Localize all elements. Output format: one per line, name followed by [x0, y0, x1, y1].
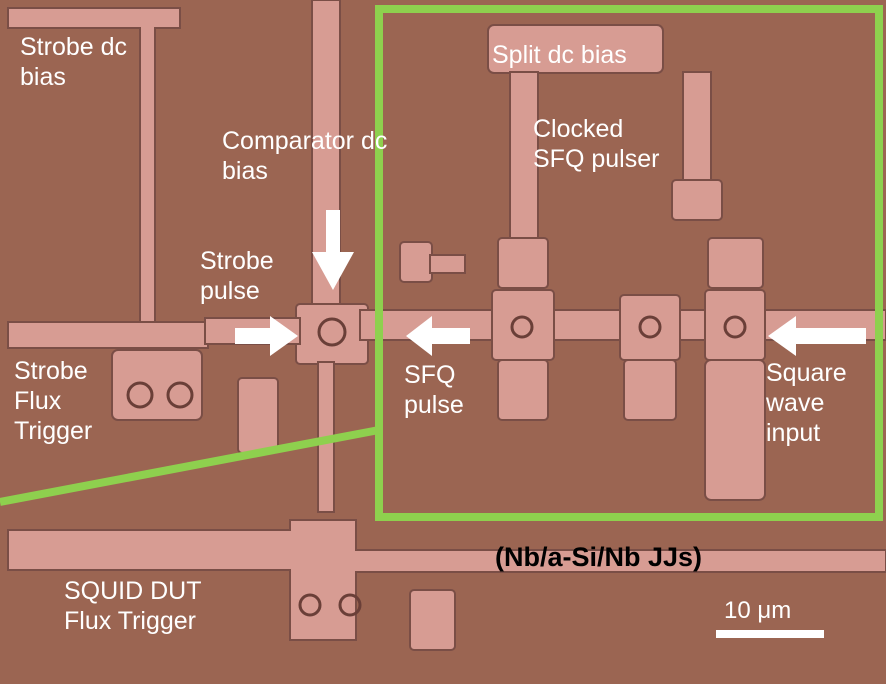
- scale-bar: [716, 630, 824, 638]
- jj-circle: [723, 315, 747, 339]
- jj-upper-1: [497, 237, 549, 289]
- jj-circle: [317, 317, 347, 347]
- jj-circle: [510, 315, 534, 339]
- arrow-left-square-wave: [768, 316, 866, 356]
- split-left-line: [509, 71, 539, 243]
- jj-lower-1: [497, 359, 549, 421]
- arrow-down-comparator: [312, 210, 354, 290]
- arrows: [235, 210, 866, 356]
- jj-lower-2: [623, 359, 677, 421]
- strobe-dc-bias-label: Strobe dc bias: [20, 33, 128, 91]
- jj-circle: [298, 593, 322, 617]
- sfq-pulse-label: SFQ pulse: [404, 361, 464, 419]
- strobe-flux-trigger-label: Strobe Flux Trigger: [14, 357, 93, 445]
- square-wave-input-label: Square wave input: [766, 359, 847, 447]
- jj-circle: [126, 381, 154, 409]
- highlight-connector: [0, 426, 380, 506]
- jj-upper-2: [671, 179, 723, 221]
- squid-pad: [409, 589, 456, 651]
- split-dc-bias-pad: [487, 24, 664, 74]
- jj-block-1: [491, 289, 555, 361]
- squid-dut-trace: [7, 519, 886, 641]
- flux-line-mid: [237, 377, 279, 454]
- squid-dut-flux-trigger-label: SQUID DUT Flux Trigger: [64, 577, 202, 635]
- highlight-box: [0, 5, 883, 521]
- square-wave-pad: [704, 359, 766, 501]
- strobe-pulse-label: Strobe pulse: [200, 247, 274, 305]
- small-link-pad: [399, 241, 433, 283]
- strobe-flux-pad: [111, 349, 203, 421]
- jj-circle: [338, 593, 362, 617]
- arrow-left-sfq: [406, 316, 470, 356]
- highlight-rect: [375, 5, 883, 521]
- comparator-dc-bias-label: Comparator dc bias: [222, 127, 388, 185]
- jj-circle: [166, 381, 194, 409]
- strobe-left-line: [7, 321, 209, 349]
- scale-bar-label: 10 μm: [724, 597, 792, 624]
- jj-circle: [638, 315, 662, 339]
- split-dc-bias-label: Split dc bias: [492, 41, 627, 69]
- junctions: [126, 315, 747, 617]
- junction-type-label: (Nb/a-Si/Nb JJs): [495, 542, 703, 572]
- jj-upper-3: [707, 237, 764, 289]
- clocked-sfq-pulser-label: Clocked SFQ pulser: [533, 115, 660, 173]
- small-link: [429, 254, 466, 274]
- jj-block-3: [704, 289, 766, 361]
- split-right-line: [682, 71, 712, 183]
- arrow-right-strobe: [235, 316, 298, 356]
- jj-block-2: [619, 294, 681, 361]
- comparator-junction: [295, 303, 369, 365]
